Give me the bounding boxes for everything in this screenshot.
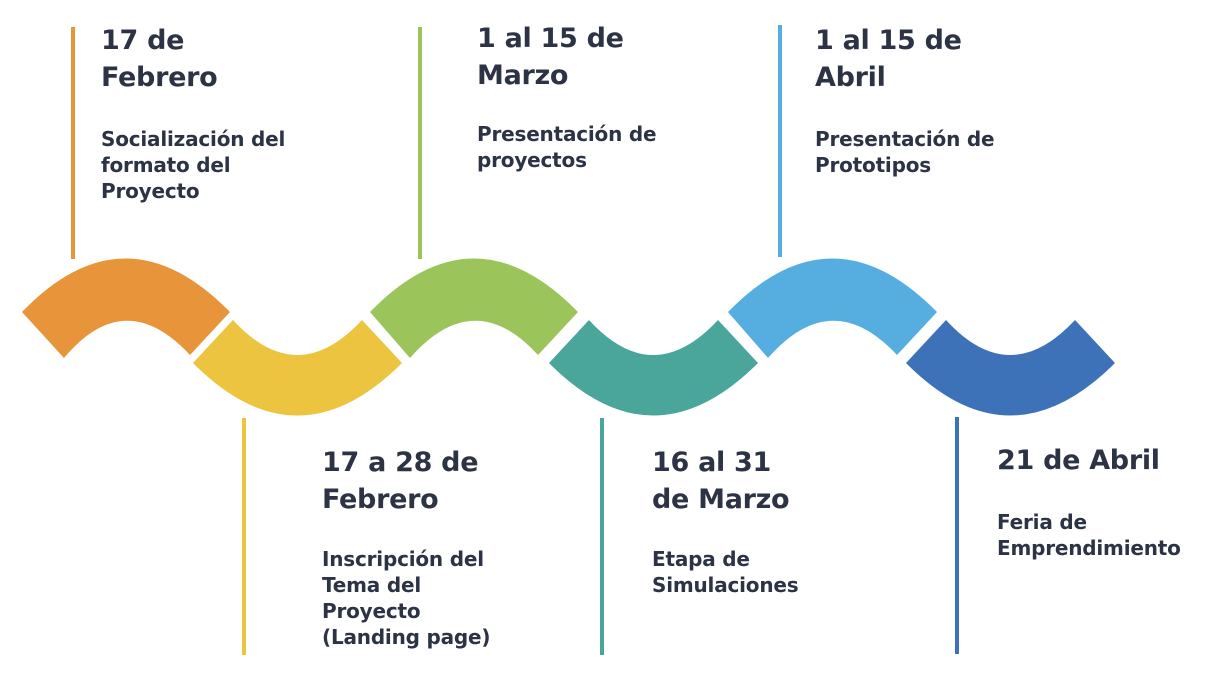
event-1: 17 de Febrero Socialización del formato … <box>101 22 301 204</box>
event-date: 17 de Febrero <box>101 25 218 93</box>
wave-segment-1 <box>22 258 230 358</box>
event-date: 17 a 28 de Febrero <box>322 447 479 515</box>
event-description: Socialización del formato del Proyecto <box>101 127 286 203</box>
event-3: 1 al 15 de Marzo Presentación de proyect… <box>477 20 697 173</box>
event-6: 21 de Abril Feria de Emprendimiento <box>997 442 1212 561</box>
connector-line-3 <box>418 27 422 259</box>
connector-line-5 <box>778 25 782 257</box>
wave-segment-6 <box>906 320 1115 416</box>
event-description: Etapa de Simulaciones <box>652 547 799 597</box>
connector-line-2 <box>242 418 246 655</box>
wave-segment-2 <box>193 320 402 416</box>
connector-line-6 <box>955 417 959 654</box>
event-date: 21 de Abril <box>997 445 1160 476</box>
event-description: Inscripción del Tema del Proyecto (Landi… <box>322 547 491 649</box>
event-date: 1 al 15 de Abril <box>815 25 962 93</box>
event-2: 17 a 28 de Febrero Inscripción del Tema … <box>322 444 522 650</box>
event-date: 16 al 31 de Marzo <box>652 447 790 515</box>
event-date: 1 al 15 de Marzo <box>477 23 624 91</box>
wave-segment-3 <box>370 258 578 358</box>
event-5: 1 al 15 de Abril Presentación de Prototi… <box>815 22 1035 178</box>
event-4: 16 al 31 de Marzo Etapa de Simulaciones <box>652 444 852 598</box>
event-description: Feria de Emprendimiento <box>997 510 1181 560</box>
wave-segment-4 <box>549 320 758 416</box>
connector-line-1 <box>71 27 75 259</box>
event-description: Presentación de Prototipos <box>815 127 995 177</box>
connector-line-4 <box>600 418 604 655</box>
event-description: Presentación de proyectos <box>477 122 657 172</box>
wave-segment-5 <box>728 258 937 358</box>
